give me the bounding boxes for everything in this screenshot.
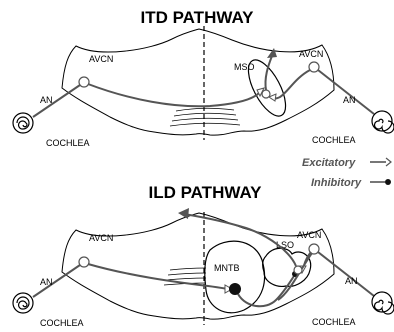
itd-right-cochlea-icon [372,111,394,133]
ild-right-cochlea-icon [372,292,394,314]
itd-pathway-panel: ITD PATHWAY MSO AVCN AVCN AN AN [13,8,394,148]
itd-right-an-nerve [318,70,374,114]
itd-left-cochlea-icon [13,113,33,133]
itd-fiber-lines [170,108,240,126]
itd-left-cochlea-label: COCHLEA [46,138,90,148]
mntb-nucleus [205,241,265,313]
mntb-inhibitory-cell [229,283,241,295]
ild-left-to-mntb-axon [88,264,228,289]
ild-right-cochlea-label: COCHLEA [312,317,356,327]
legend-excitatory-marker [386,158,391,166]
ild-left-cochlea-label: COCHLEA [40,318,84,328]
itd-right-avcn-cell [309,62,319,72]
itd-right-avcn-label: AVCN [299,49,323,59]
lso-cell [294,266,302,274]
itd-title: ITD PATHWAY [140,8,254,27]
itd-right-cochlea-label: COCHLEA [312,135,356,145]
mntb-to-lso-axon [238,276,294,306]
itd-brainstem-outline [62,29,334,135]
ild-right-avcn-label: AVCN [297,230,321,240]
itd-left-an-label: AN [40,95,53,105]
ild-right-an-nerve [318,252,374,296]
itd-left-avcn-label: AVCN [89,54,113,64]
mso-output-axon [265,56,272,90]
ild-left-an-label: AN [40,277,53,287]
legend-inhibitory-marker [385,179,391,185]
legend: Excitatory Inhibitory [302,157,391,189]
ild-left-avcn-cell [79,257,89,267]
itd-left-to-mso-axon [88,84,259,106]
itd-right-an-label: AN [343,95,356,105]
ild-left-cochlea-icon [13,293,33,313]
ild-brainstem-outline [62,213,334,319]
mso-cell [262,90,270,98]
itd-right-to-mso-axon [271,70,310,99]
ild-left-avcn-label: AVCN [89,233,113,243]
mso-output-arrow [267,48,277,58]
lso-output-arrow [178,208,189,219]
ild-title: ILD PATHWAY [148,183,262,202]
legend-excitatory-label: Excitatory [302,157,356,169]
ild-pathway-panel: ILD PATHWAY MNTB LSO AVCN AVCN AN AN [13,183,394,328]
ild-right-an-label: AN [345,276,358,286]
mntb-label: MNTB [214,263,240,273]
legend-inhibitory-label: Inhibitory [311,177,362,189]
mso-label: MSO [234,62,255,72]
itd-left-avcn-cell [79,77,89,87]
